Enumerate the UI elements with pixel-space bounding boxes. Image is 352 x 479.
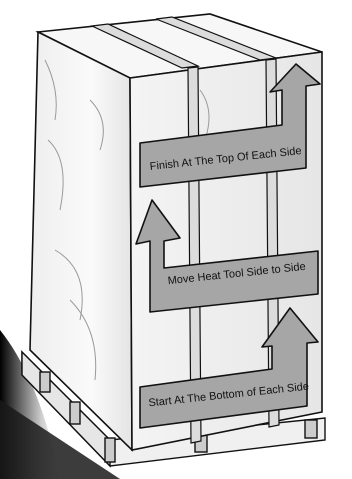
shrink-wrap-diagram: Finish At The Top Of Each Side Move Heat… [0,0,352,479]
